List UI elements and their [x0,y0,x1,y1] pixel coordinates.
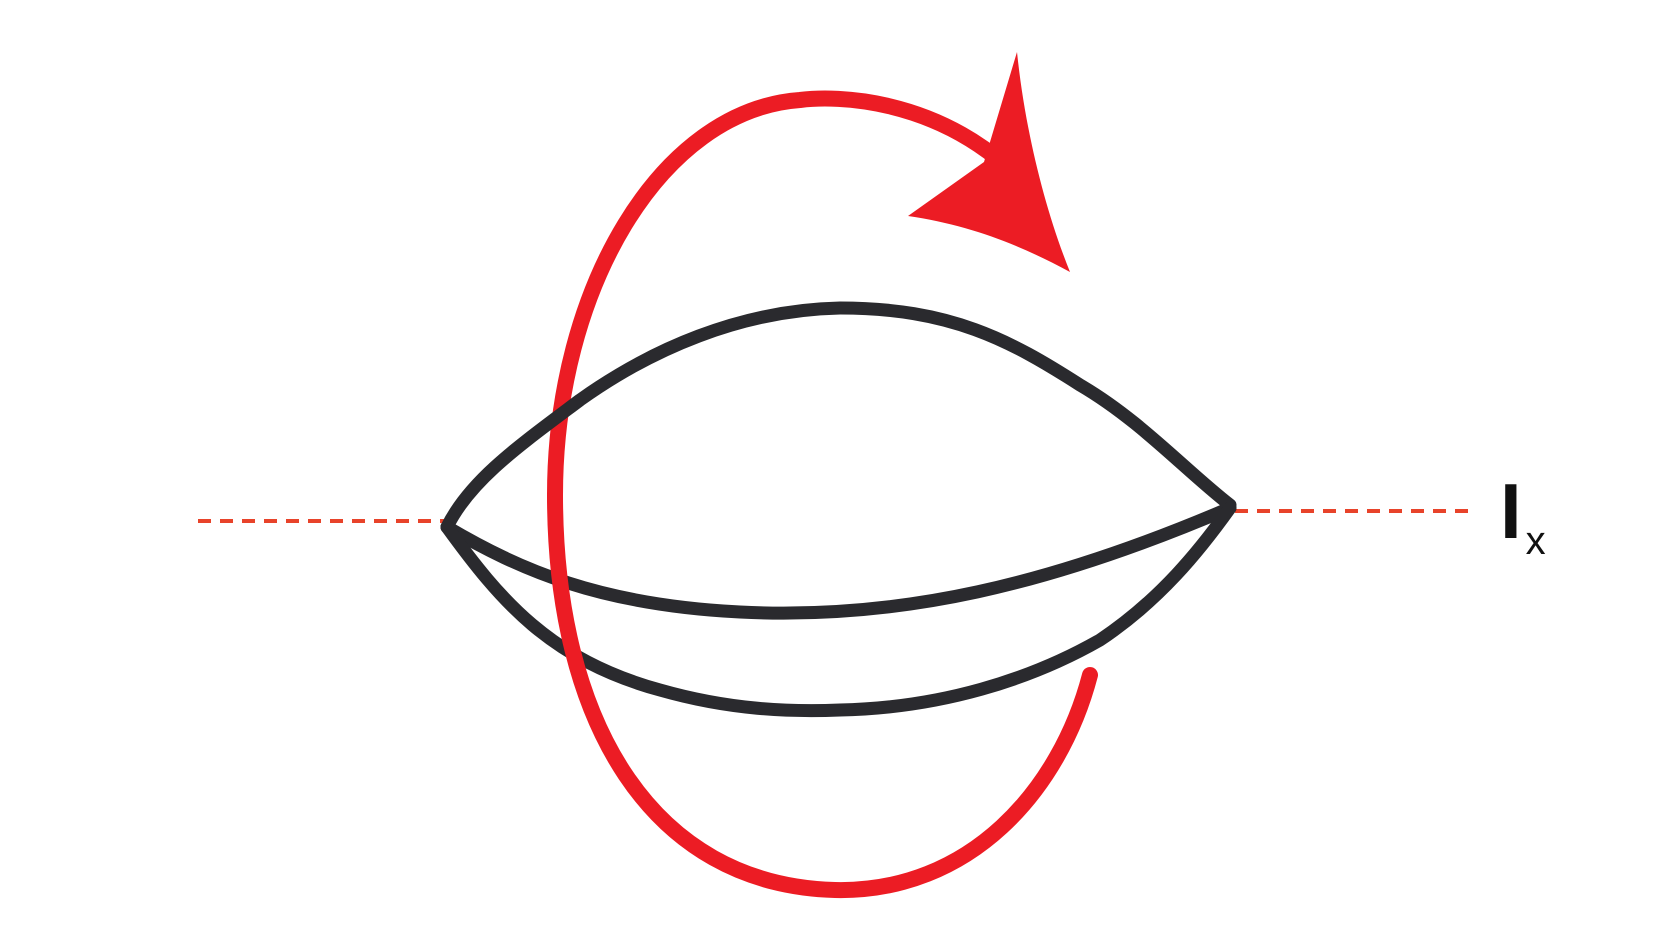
axis-label-subscript: x [1525,519,1546,563]
body-bottom-outline [440,501,1237,718]
body-top-outline [440,301,1237,534]
rotation-arrow-front [547,487,1098,899]
rotation-arrowhead [908,52,1070,272]
axis-label-main: I [1500,467,1522,555]
spindle-body [440,301,1237,718]
rotation-arrow-back [547,90,1013,503]
body-middle-outline [440,501,1237,620]
